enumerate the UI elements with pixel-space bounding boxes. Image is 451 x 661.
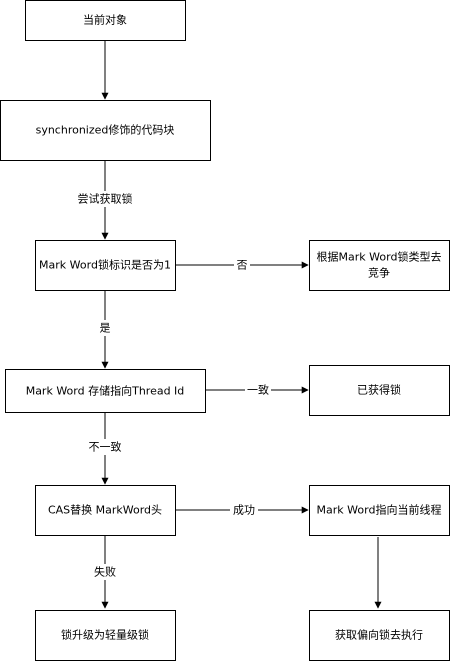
edge-cas-to-upgrade: 失败 [91, 535, 119, 609]
edge-label-yes: 是 [100, 322, 111, 335]
node-upgrade-lightweight-label: 锁升级为轻量级锁 [61, 628, 149, 642]
node-acquire-biased-lock: 获取偏向锁去执行 [309, 610, 450, 661]
node-lock-acquired-label: 已获得锁 [357, 383, 401, 397]
node-point-current-thread: Mark Word指向当前线程 [309, 485, 450, 536]
node-store-thread-id: Mark Word 存储指向Thread Id [5, 369, 206, 413]
node-store-thread-id-label: Mark Word 存储指向Thread Id [26, 384, 185, 398]
node-mark-word-flag-label: Mark Word锁标识是否为1 [39, 258, 171, 272]
edge-sync-to-flag: 尝试获取锁 [70, 160, 140, 240]
node-lock-acquired: 已获得锁 [309, 365, 450, 416]
edge-cas-to-point-thread: 成功 [175, 502, 309, 518]
node-upgrade-lightweight: 锁升级为轻量级锁 [35, 610, 176, 661]
node-mark-word-flag: Mark Word锁标识是否为1 [35, 240, 176, 291]
node-compete-by-type: 根据Mark Word锁类型去 竞争 [309, 240, 450, 291]
node-current-object-label: 当前对象 [83, 13, 127, 27]
node-current-object: 当前对象 [25, 0, 186, 41]
edge-label-success: 成功 [233, 504, 255, 517]
edge-flag-to-compete: 否 [175, 257, 309, 273]
edge-label-failure: 失败 [94, 565, 116, 579]
edge-store-to-cas: 不一致 [86, 412, 124, 485]
node-cas-replace-label: CAS替换 MarkWord头 [48, 503, 162, 517]
edge-label-no: 否 [237, 259, 248, 272]
edge-store-to-acquired: 一致 [205, 382, 309, 398]
edge-flag-to-store: 是 [97, 290, 113, 369]
node-sync-block: synchronized修饰的代码块 [0, 100, 211, 161]
node-point-current-thread-label: Mark Word指向当前线程 [317, 503, 442, 517]
edge-label-consistent: 一致 [247, 383, 269, 397]
node-sync-block-label: synchronized修饰的代码块 [36, 123, 175, 137]
node-cas-replace: CAS替换 MarkWord头 [35, 485, 176, 536]
edge-label-inconsistent: 不一致 [89, 440, 122, 454]
node-acquire-biased-lock-label: 获取偏向锁去执行 [335, 628, 423, 642]
edge-label-try-acquire: 尝试获取锁 [78, 192, 133, 206]
node-compete-by-type-line1: 根据Mark Word锁类型去 [317, 250, 442, 264]
node-compete-by-type-line2: 竞争 [368, 266, 390, 280]
